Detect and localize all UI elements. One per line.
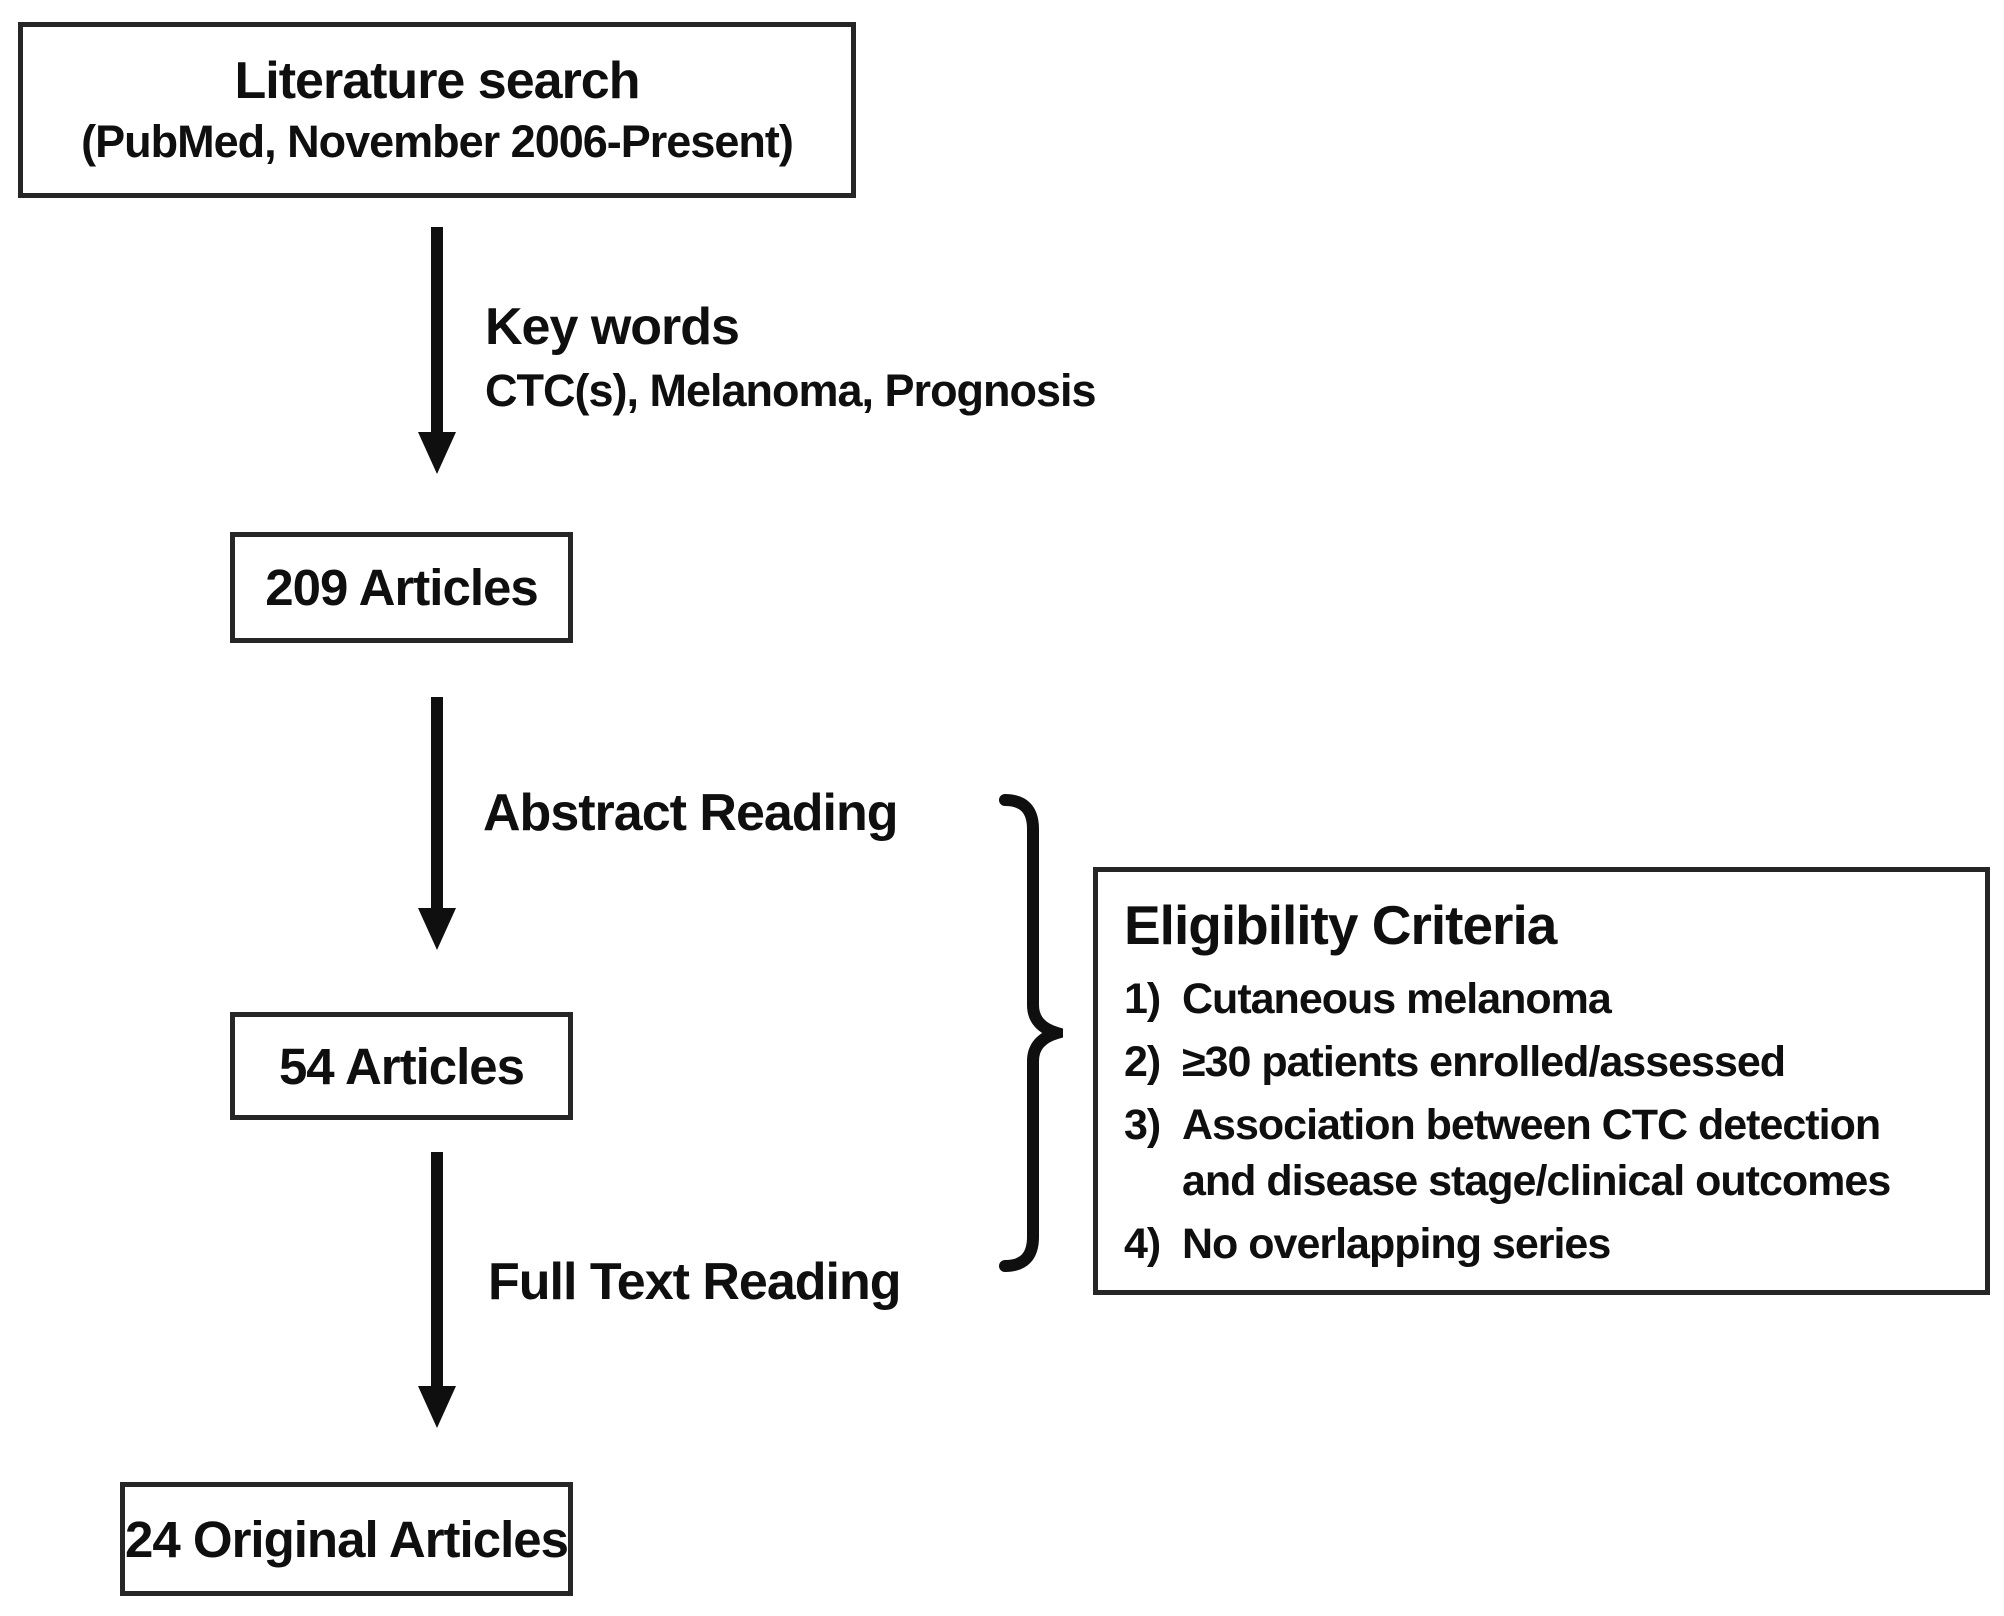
keywords-title: Key words (485, 298, 740, 356)
eligibility-item: 3) Association between CTC detection and… (1124, 1097, 1932, 1209)
eligibility-item-text: Association between CTC detection and di… (1182, 1101, 1891, 1205)
full-text-reading-label: Full Text Reading (488, 1253, 902, 1311)
articles-209-label: 209 Articles (265, 559, 538, 616)
literature-search-box: Literature search (PubMed, November 2006… (18, 22, 856, 198)
articles-54-box: 54 Articles (230, 1012, 573, 1120)
articles-54-label: 54 Articles (278, 1037, 525, 1095)
eligibility-item-text: No overlapping series (1182, 1220, 1611, 1268)
eligibility-item: 1) Cutaneous melanoma (1124, 971, 1612, 1027)
literature-search-title: Literature search (234, 52, 641, 110)
arrow-stem (431, 227, 443, 436)
arrow-head (418, 1386, 456, 1428)
arrow-down-icon (418, 697, 456, 950)
keywords-list: CTC(s), Melanoma, Prognosis (485, 365, 1097, 416)
eligibility-item-number: 1) (1124, 975, 1161, 1023)
eligibility-item-text: ≥30 patients enrolled/assessed (1182, 1038, 1786, 1086)
arrow-down-icon (418, 1152, 456, 1428)
eligibility-item-number: 4) (1124, 1220, 1161, 1268)
abstract-reading-label: Abstract Reading (483, 784, 899, 842)
eligibility-criteria-title: Eligibility Criteria (1124, 894, 1557, 956)
literature-search-subtitle: (PubMed, November 2006-Present) (81, 116, 794, 167)
arrow-down-icon (418, 227, 456, 474)
eligibility-item: 4) No overlapping series (1124, 1216, 1611, 1272)
eligibility-item-number: 2) (1124, 1038, 1161, 1086)
eligibility-item-text: Cutaneous melanoma (1182, 975, 1612, 1023)
arrow-head (418, 432, 456, 474)
eligibility-item-number: 3) (1124, 1101, 1161, 1149)
curly-brace-icon (999, 794, 1063, 1272)
keywords-annotation: Key words CTC(s), Melanoma, Prognosis (485, 292, 1097, 420)
eligibility-criteria-box: Eligibility Criteria 1) Cutaneous melano… (1093, 867, 1990, 1295)
arrow-stem (431, 697, 443, 912)
eligibility-item: 2) ≥30 patients enrolled/assessed (1124, 1034, 1786, 1090)
arrow-head (418, 908, 456, 950)
arrow-stem (431, 1152, 443, 1390)
original-articles-24-box: 24 Original Articles (120, 1482, 573, 1596)
articles-24-label: 24 Original Articles (125, 1510, 569, 1568)
articles-209-box: 209 Articles (230, 532, 573, 643)
